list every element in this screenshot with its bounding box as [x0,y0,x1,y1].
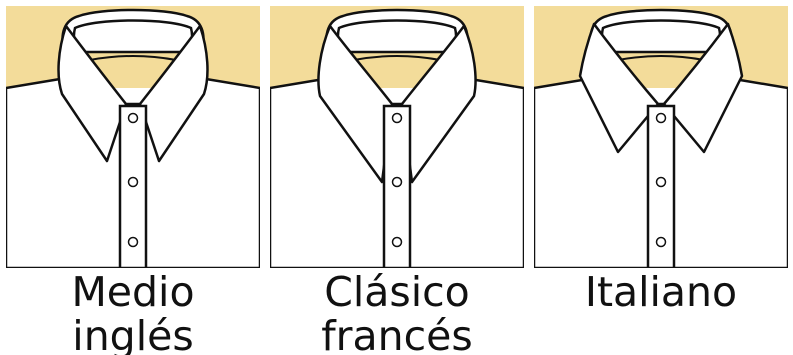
shirt-button [127,112,139,124]
label-line: francés [321,312,473,355]
shirt-button [127,236,139,248]
label-line: Clásico [324,268,470,316]
clasico-frances-collar-illustration [270,6,524,268]
label-italiano: Italiano [534,270,788,314]
collar-point-right [662,22,744,154]
neck-line [89,55,177,61]
label-line: Italiano [584,268,738,316]
medio-ingles-collar-illustration [6,6,260,268]
collar-point-left [578,22,660,154]
panel-medio-ingles: Medio inglés [6,6,260,355]
panel-italiano: Italiano [534,6,788,355]
shirt-button [655,176,667,188]
shirt-button [391,236,403,248]
italiano-collar-illustration [534,6,788,268]
band-inner-arc [336,19,458,54]
shirt-button [127,176,139,188]
panel-clasico-frances: Clásico francés [270,6,524,355]
collar-point-left [57,24,128,163]
band-inner-arc [600,19,722,54]
label-clasico-frances: Clásico francés [270,270,524,355]
label-medio-ingles: Medio inglés [6,270,260,355]
shirt-button [655,112,667,124]
label-line: Medio [71,268,195,316]
shirt-button [391,176,403,188]
shirt-button [655,236,667,248]
band-inner-arc [72,19,194,54]
label-line: inglés [72,312,194,355]
collar-point-right [138,24,209,163]
shirt-button [391,112,403,124]
neck-line [353,55,441,61]
neck-line [617,55,705,61]
